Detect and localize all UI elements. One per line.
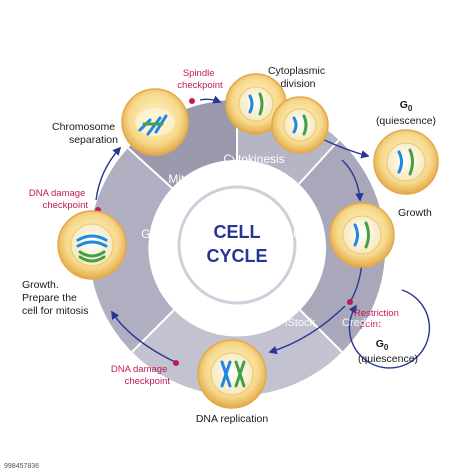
checkpoint-dots [95,98,353,366]
arrow-g0-loop [348,289,431,369]
segment-g2 [89,148,174,352]
center-title-line2: CYCLE [206,246,267,266]
cell-dna-replication [197,339,267,409]
watermark-credit: Credit: ttsz [342,317,395,329]
cell-chromosome-separation [121,88,189,156]
dot-dna-bottom [173,360,179,366]
label-spindle-checkpoint: Spindle checkpoint [177,68,223,91]
arrow-to-growth [341,159,364,202]
phase-label-s: S [226,303,234,317]
label-dna-replication: DNA replication [196,413,269,425]
cell-g0-top [373,129,439,195]
cell-g2-growth [57,210,127,280]
center-title-line1: CELL [214,222,261,242]
segment-mitosis [128,100,237,188]
label-g0-bottom-quiescence: (quiescence) [358,353,418,365]
phase-label-g1: G1 [293,227,307,243]
watermark-istock: iStock [285,317,315,329]
label-g0-top: G0 [400,99,413,113]
label-dna-damage-checkpoint-top: DNA damage checkpoint [29,188,89,211]
phase-label-mitosis: Mitosis [168,172,205,186]
label-growth: Growth [398,207,432,219]
dot-restriction [347,299,353,305]
dot-spindle [189,98,195,104]
cell-cytoplasmic-division [225,73,329,154]
phase-label-cytokinesis: Cytokinesis [223,152,284,166]
phase-label-g2: G2 [141,227,155,243]
label-g0-bottom: G0 [376,338,389,352]
label-g0-top-quiescence: (quiescence) [376,115,436,127]
arrow-spindle-to-cyto [199,95,222,104]
arrow-restriction-to-s [268,305,346,355]
cell-growth [329,202,395,268]
label-growth-prepare: Growth. Prepare the cell for mitosis [22,279,89,317]
image-id: 998457836 [4,463,39,470]
label-chromosome-separation: Chromosome separation [52,121,118,146]
arrow-g2-to-chrom [95,146,122,201]
label-cytoplasmic-division: Cytoplasmic division [268,65,328,90]
arrow-dna-to-g2 [111,310,176,363]
label-dna-damage-checkpoint-bottom: DNA damage checkpoint [111,364,171,387]
center-circle [177,185,297,305]
label-restriction-point: Restriction point [354,308,402,330]
